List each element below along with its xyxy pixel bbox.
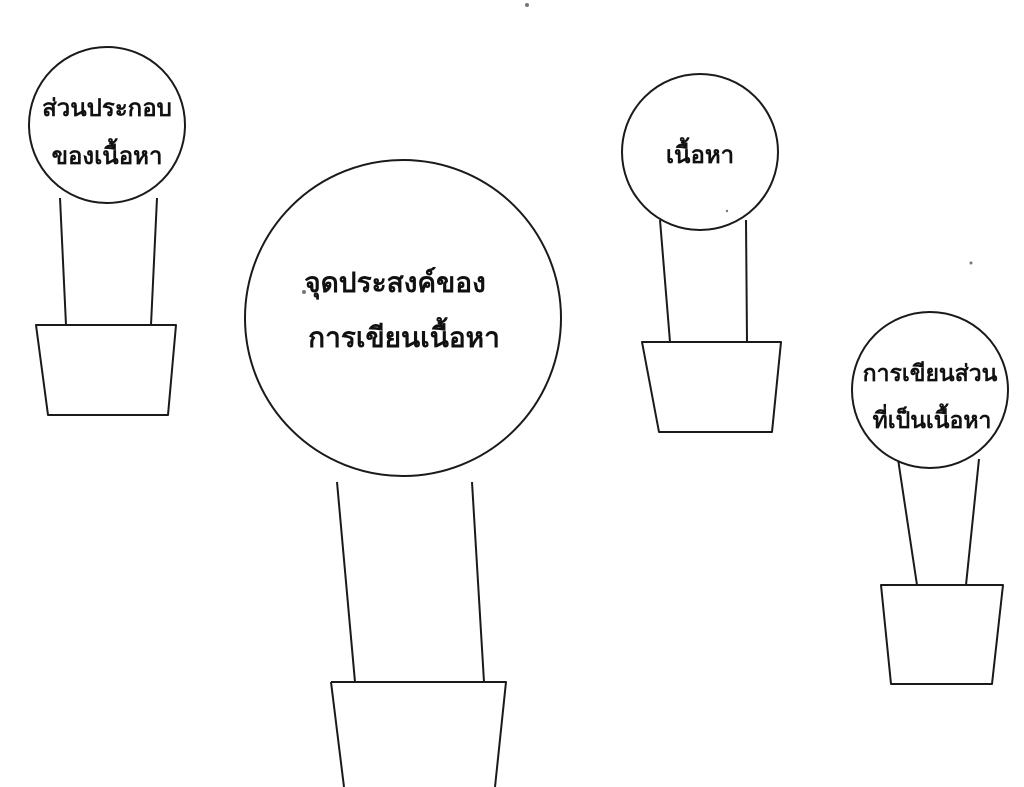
plant-writing-content-part-stem bbox=[898, 459, 979, 585]
scan-speck bbox=[726, 210, 728, 212]
plant-components: ส่วนประกอบ ของเนื้อหา bbox=[29, 47, 185, 415]
plant-purpose-stem bbox=[337, 482, 484, 682]
scan-speck bbox=[525, 3, 529, 7]
plant-purpose: จุดประสงค์ของ การเขียนเนื้อหา bbox=[245, 160, 561, 787]
plant-purpose-label-line-2: การเขียนเนื้อหา bbox=[308, 316, 500, 354]
plant-content: เนื้อหา bbox=[622, 74, 781, 432]
plant-purpose-pot bbox=[331, 682, 506, 787]
plant-purpose-flower bbox=[245, 160, 561, 476]
plant-content-pot bbox=[642, 342, 781, 432]
plant-writing-content-part-label-line-1: การเขียนส่วน bbox=[863, 361, 998, 387]
plant-components-label-line-2: ของเนื้อหา bbox=[52, 137, 163, 170]
scan-speck bbox=[970, 262, 973, 265]
plant-writing-content-part: การเขียนส่วน ที่เป็นเนื้อหา bbox=[852, 312, 1008, 684]
plant-purpose-label-line-1: จุดประสงค์ของ bbox=[304, 266, 486, 300]
plant-components-label-line-1: ส่วนประกอบ bbox=[42, 94, 172, 122]
plant-components-pot bbox=[36, 325, 176, 415]
plant-content-stem bbox=[660, 220, 747, 342]
scan-speck bbox=[302, 290, 306, 294]
plant-writing-content-part-pot bbox=[881, 585, 1003, 684]
plant-writing-content-part-label-line-2: ที่เป็นเนื้อหา bbox=[873, 403, 992, 434]
plant-components-stem bbox=[60, 198, 157, 325]
plant-writing-content-part-flower bbox=[852, 312, 1008, 468]
plant-components-flower bbox=[29, 47, 185, 203]
plant-content-label-line-1: เนื้อหา bbox=[666, 136, 734, 169]
